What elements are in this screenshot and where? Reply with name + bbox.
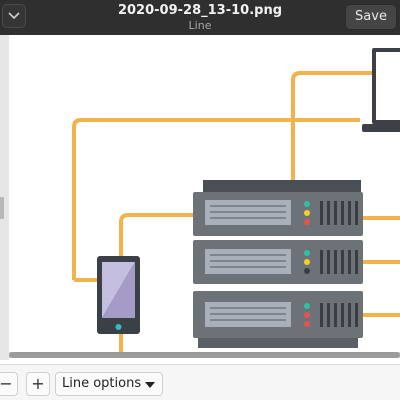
left-panel-handle[interactable]	[0, 197, 4, 219]
save-button[interactable]: Save	[345, 4, 397, 30]
zoom-out-button[interactable]: −	[0, 372, 18, 396]
zoom-in-button[interactable]: +	[26, 372, 50, 396]
horizontal-scrollbar[interactable]	[9, 352, 400, 358]
scrollbar-thumb[interactable]	[9, 352, 400, 358]
laptop-illustration	[362, 48, 400, 132]
line-options-label: Line options	[62, 376, 142, 391]
line-options-dropdown[interactable]: Line options	[55, 372, 163, 396]
menu-button[interactable]	[2, 4, 26, 28]
footer-toolbar: − + Line options	[0, 364, 400, 400]
caret-down-icon	[145, 382, 155, 388]
phone-illustration	[97, 256, 140, 334]
window-subtitle: Line	[188, 19, 212, 32]
chevron-down-icon	[8, 12, 20, 20]
title-block: 2020-09-28_13-10.png Line	[0, 3, 400, 32]
network-cables	[72, 71, 400, 352]
server-rack-illustration	[193, 180, 363, 348]
header-bar: 2020-09-28_13-10.png Line Save	[0, 0, 400, 35]
image-canvas[interactable]	[9, 35, 400, 360]
canvas-area	[0, 35, 400, 360]
left-panel-edge	[0, 35, 9, 360]
window-title: 2020-09-28_13-10.png	[117, 3, 283, 18]
